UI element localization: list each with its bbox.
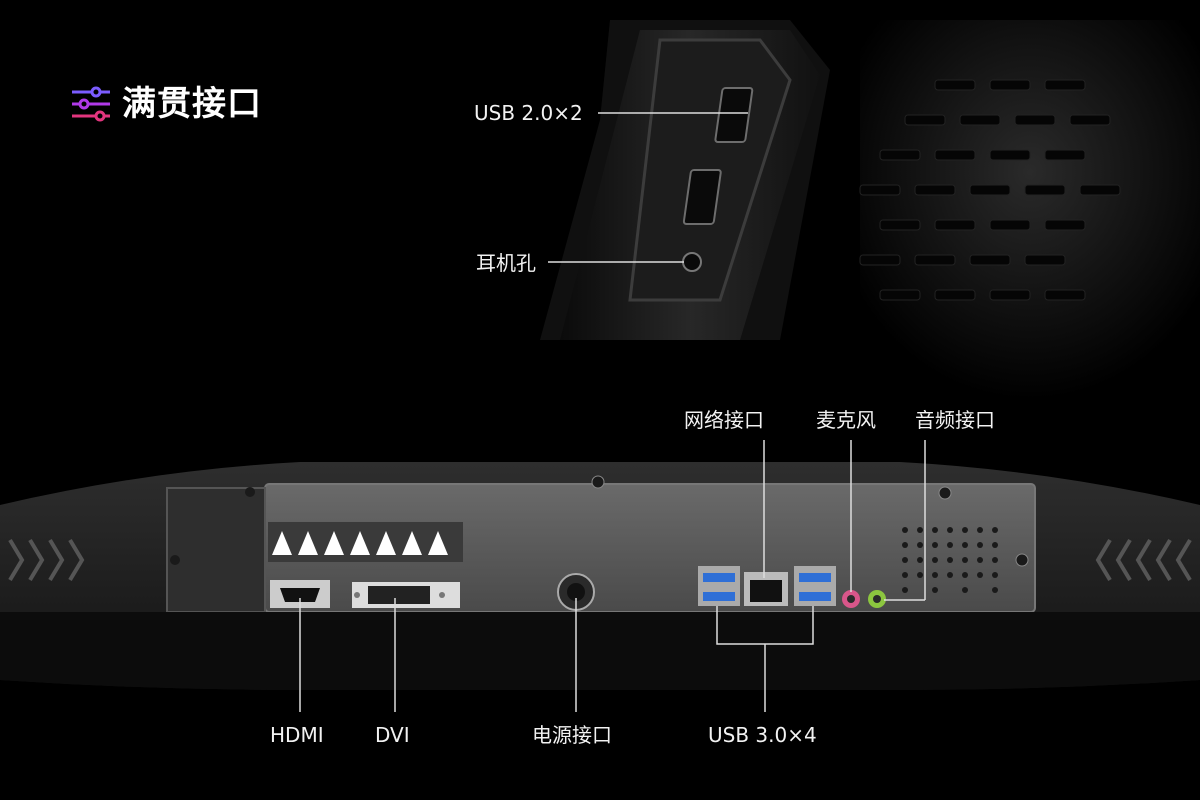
- usb3-label: USB 3.0×4: [708, 723, 817, 747]
- monitor-side-view: [540, 20, 1200, 400]
- monitor-rear-panel: [0, 462, 1200, 690]
- sliders-icon: [72, 86, 110, 122]
- dvi-label: DVI: [375, 723, 410, 747]
- power-port-label: 电源接口: [532, 723, 612, 747]
- headphone-label: 耳机孔: [476, 251, 536, 275]
- usb2-label: USB 2.0×2: [474, 101, 583, 125]
- audio-port-label: 音频接口: [915, 408, 995, 432]
- page-title: 满贯接口: [122, 84, 262, 124]
- network-port-label: 网络接口: [684, 408, 764, 432]
- leader-lines: [299, 440, 926, 712]
- hdmi-label: HDMI: [270, 723, 324, 747]
- mic-port-label: 麦克风: [816, 408, 876, 432]
